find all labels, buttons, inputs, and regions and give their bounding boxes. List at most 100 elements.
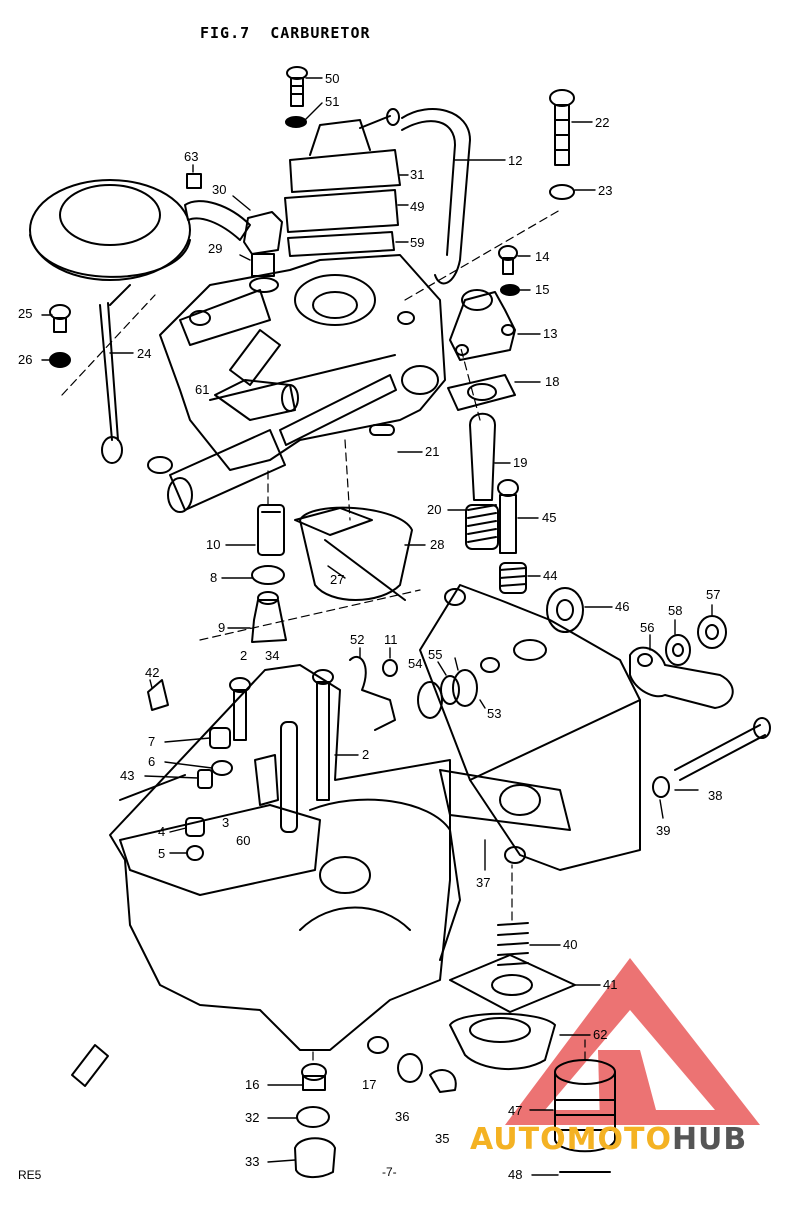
part-label-12: 12 <box>508 153 523 168</box>
part-label-57: 57 <box>706 587 721 602</box>
washer-15 <box>500 284 520 296</box>
page-number: -7- <box>382 1165 397 1179</box>
part-label-7: 7 <box>148 734 156 749</box>
part-label-61: 61 <box>195 382 210 397</box>
clip-11 <box>382 659 398 677</box>
part-label-22: 22 <box>595 115 610 130</box>
washer-8 <box>251 565 285 585</box>
screw-43 <box>119 769 213 801</box>
washer-5 <box>186 845 204 861</box>
ring-6 <box>211 760 233 776</box>
figure-title: FIG.7 CARBURETOR <box>200 24 371 42</box>
jet-7 <box>209 727 231 749</box>
front-arrow <box>71 1044 109 1087</box>
part-label-33: 33 <box>245 1154 260 1169</box>
part-label-41: 41 <box>603 977 618 992</box>
part-label-15: 15 <box>535 282 550 297</box>
part-label-4: 4 <box>158 824 166 839</box>
part-label-54: 54 <box>408 656 423 671</box>
ring-55 <box>417 681 443 719</box>
rod-24 <box>99 304 113 441</box>
choke-tube-61 <box>214 329 299 421</box>
part-label-2-lower: 2 <box>362 747 370 762</box>
part-label-56: 56 <box>640 620 655 635</box>
part-label-32: 32 <box>245 1110 260 1125</box>
part-label-3: 3 <box>222 815 230 830</box>
part-label-37: 37 <box>476 875 491 890</box>
part-label-11: 11 <box>384 632 398 647</box>
part-label-60: 60 <box>236 833 251 848</box>
part-label-63: 63 <box>184 149 199 164</box>
tube-34 <box>280 721 298 833</box>
part-label-51: 51 <box>325 94 340 109</box>
part-label-36: 36 <box>395 1109 410 1124</box>
part-label-58: 58 <box>668 603 683 618</box>
part-label-38: 38 <box>708 788 723 803</box>
cover-13 <box>449 289 516 361</box>
part-label-30: 30 <box>212 182 227 197</box>
cap-35 <box>429 1069 457 1093</box>
fitting-9 <box>251 591 287 643</box>
washer-23 <box>549 184 575 200</box>
part-label-26: 26 <box>18 352 33 367</box>
part-label-43: 43 <box>120 768 135 783</box>
lever-52 <box>349 655 396 731</box>
part-label-5: 5 <box>158 846 166 861</box>
watermark-part2: HUB <box>671 1122 748 1157</box>
washer-51 <box>285 116 307 128</box>
filter-10 <box>257 504 285 556</box>
carburetor-upper-body <box>159 254 446 471</box>
washer-54 <box>440 675 460 705</box>
screw-22 <box>549 89 575 166</box>
screw-14 <box>498 245 518 275</box>
part-label-55: 55 <box>428 647 443 662</box>
part-label-23: 23 <box>598 183 613 198</box>
screw-2 <box>229 677 251 741</box>
watermark-text: AUTOMOTOHUB <box>470 1122 747 1157</box>
spring-40 <box>497 922 529 966</box>
part-label-16: 16 <box>245 1077 260 1092</box>
screw-2b <box>312 669 334 801</box>
nozzle-3 <box>254 754 279 806</box>
part-label-18: 18 <box>545 374 560 389</box>
part-label-20: 20 <box>427 502 442 517</box>
part-label-21: 21 <box>425 444 440 459</box>
cover-62 <box>449 1012 556 1071</box>
watermark-part1: AUTOMOTO <box>470 1122 672 1157</box>
hose-12 <box>401 108 471 285</box>
washer-26 <box>49 352 71 368</box>
part-label-31: 31 <box>410 167 425 182</box>
part-label-29: 29 <box>208 241 223 256</box>
leader-lines <box>41 77 713 1176</box>
part-label-28: 28 <box>430 537 445 552</box>
vacuum-diaphragm <box>29 179 191 306</box>
washer-58 <box>665 634 691 666</box>
ring-36 <box>397 1053 423 1083</box>
footer-code: RE5 <box>18 1168 42 1182</box>
hose-30 <box>184 200 251 241</box>
cap-63 <box>186 173 202 189</box>
part-label-9: 9 <box>218 620 226 635</box>
pin-27 <box>324 539 406 601</box>
plug-16 <box>301 1063 327 1091</box>
bush-53 <box>452 669 478 707</box>
part-label-49: 49 <box>410 199 425 214</box>
part-label-39: 39 <box>656 823 671 838</box>
carburetor-lower-body <box>109 584 641 1051</box>
gasket-59 <box>287 231 395 257</box>
cap-33 <box>294 1137 336 1178</box>
washer-32 <box>296 1106 330 1128</box>
part-label-45: 45 <box>542 510 557 525</box>
screw-50 <box>286 66 308 107</box>
diaphragm-49 <box>284 189 399 233</box>
part-label-35: 35 <box>435 1131 450 1146</box>
washer-39 <box>652 776 670 798</box>
screw-25 <box>49 304 71 333</box>
throttle-shaft-37 <box>439 769 571 864</box>
part-label-44: 44 <box>543 568 558 583</box>
part-label-59: 59 <box>410 235 425 250</box>
part-label-48: 48 <box>508 1167 523 1182</box>
part-label-47: 47 <box>508 1103 523 1118</box>
jet-4 <box>185 817 205 837</box>
jet-42 <box>147 679 169 711</box>
